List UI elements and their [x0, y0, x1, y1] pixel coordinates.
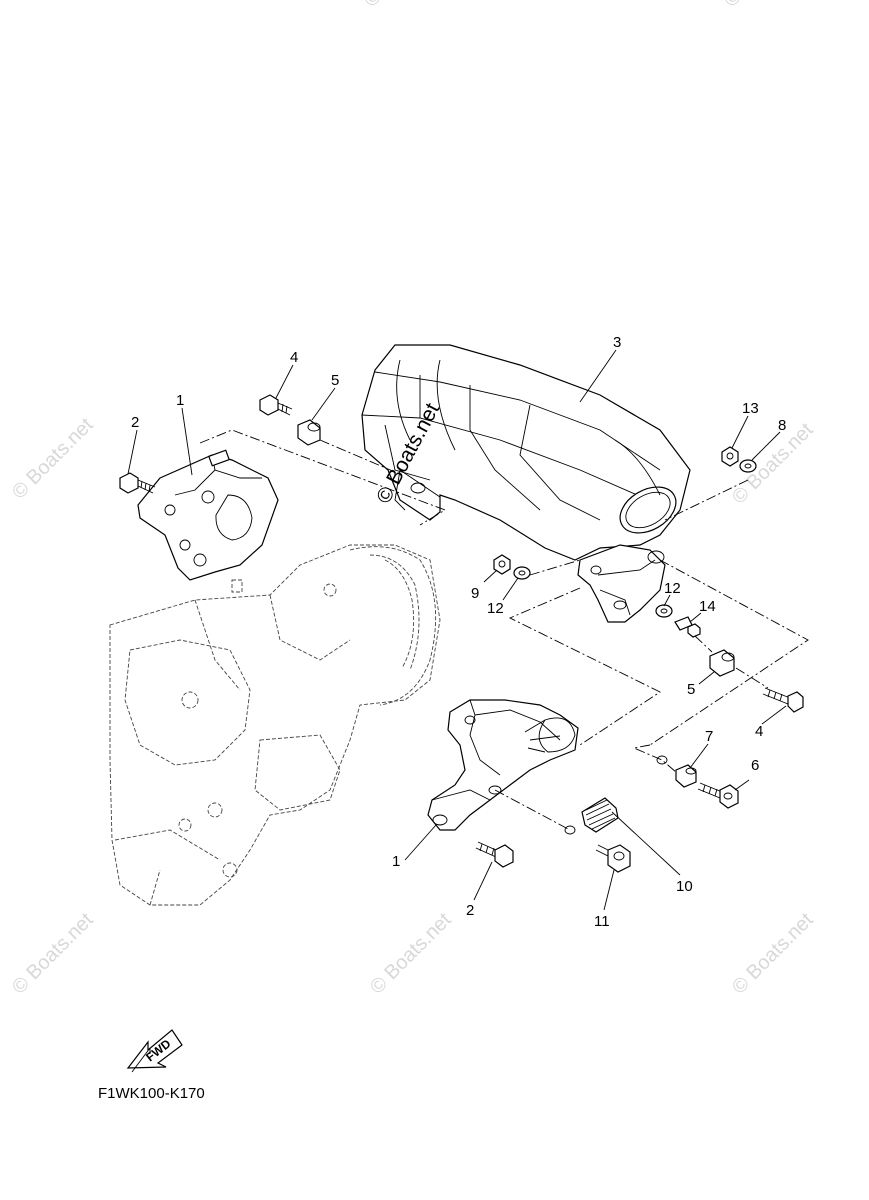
leader-lines [127, 349, 787, 911]
watermark: © Boats.net [720, 0, 810, 12]
callout-number: 2 [131, 414, 139, 431]
adjuster-bolt-icon [595, 844, 631, 873]
washer-icon [513, 566, 531, 580]
bolt-icon [259, 394, 293, 416]
callout-number: 5 [331, 372, 339, 389]
callout-number: 12 [664, 580, 681, 597]
engine-mount-upper [137, 449, 279, 581]
callout-number: 13 [742, 400, 759, 417]
callout-number: 6 [751, 757, 759, 774]
forward-arrow-icon: FWD [126, 1029, 183, 1073]
bolt-icon [697, 782, 739, 809]
callout-number: 7 [705, 728, 713, 745]
washer-icon [655, 604, 673, 618]
callout-number: 4 [755, 723, 763, 740]
stud-icon [674, 616, 701, 638]
engine-ghost-outline [109, 544, 441, 906]
bolt-icon [475, 841, 514, 868]
watermark: © Boats.net [366, 909, 456, 999]
callout-number: 11 [594, 913, 610, 930]
bolt-icon [119, 472, 156, 494]
collar-icon [297, 419, 321, 446]
ring-icon [656, 755, 668, 765]
bolt-icon [762, 687, 804, 713]
nut-icon [721, 446, 739, 467]
callout-number: 4 [290, 349, 298, 366]
callout-number: 12 [487, 600, 504, 617]
ring-icon [564, 825, 576, 835]
callout-number: 14 [699, 598, 716, 615]
washer-icon [739, 459, 757, 473]
callout-number: 3 [613, 334, 621, 351]
callout-number: 2 [466, 902, 474, 919]
watermark: © Boats.net [8, 909, 98, 999]
collar-icon [675, 764, 697, 788]
callout-number: 1 [176, 392, 184, 409]
watermark: © Boats.net [728, 909, 818, 999]
callout-number: 8 [778, 417, 786, 434]
nut-icon [493, 554, 511, 575]
diagram-code: F1WK100-K170 [98, 1085, 205, 1102]
collar-icon [709, 649, 735, 677]
callouts: 1 2 4 5 3 13 8 9 12 12 14 5 4 7 6 1 2 11… [131, 334, 786, 930]
callout-number: 5 [687, 681, 695, 698]
spring-icon [581, 797, 619, 833]
callout-number: 10 [676, 878, 693, 895]
callout-number: 9 [471, 585, 479, 602]
watermark: © Boats.net [360, 0, 450, 12]
assembly-lines [199, 429, 809, 831]
housing-cover: © Boats.net [361, 344, 691, 561]
engine-mount-lower [427, 699, 579, 831]
callout-number: 1 [392, 853, 400, 870]
housing-bracket [577, 544, 666, 623]
watermark: © Boats.net [8, 414, 98, 504]
